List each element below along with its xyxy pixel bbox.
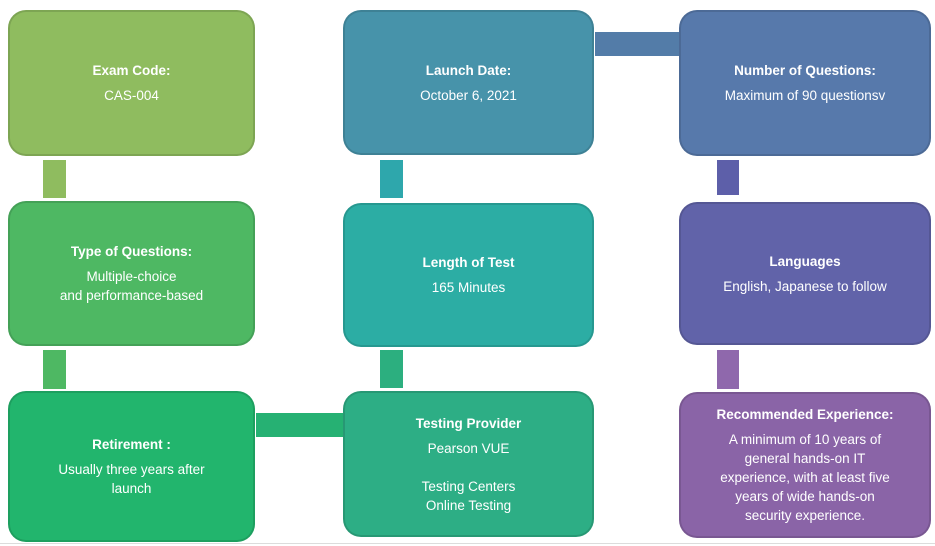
exam-code-box: Exam Code: CAS-004 xyxy=(8,10,255,156)
bottom-divider xyxy=(0,543,935,544)
exam-code-title: Exam Code: xyxy=(92,63,171,78)
languages-box: Languages English, Japanese to follow xyxy=(679,202,931,345)
retirement-title: Retirement : xyxy=(92,437,171,452)
launch-date-value: October 6, 2021 xyxy=(420,87,517,103)
recommended-experience-line: A minimum of 10 years of xyxy=(728,432,882,447)
connector-col1-top xyxy=(43,160,66,198)
length-of-test-title: Length of Test xyxy=(422,255,515,270)
type-of-questions-box: Type of Questions: Multiple-choice and p… xyxy=(8,201,255,346)
connector-col1-bottom xyxy=(43,350,66,389)
recommended-experience-line: general hands-on IT xyxy=(744,451,866,466)
testing-provider-line: Testing Centers xyxy=(421,478,516,494)
retirement-line: Usually three years after xyxy=(58,462,205,477)
connector-col3-bottom xyxy=(717,350,739,389)
number-of-questions-value: Maximum of 90 questionsv xyxy=(724,88,886,103)
launch-date-title: Launch Date: xyxy=(425,62,512,78)
languages-title: Languages xyxy=(769,253,841,269)
connector-col3-top xyxy=(717,160,739,195)
languages-value: English, Japanese to follow xyxy=(723,278,887,294)
testing-provider-line: Online Testing xyxy=(425,497,512,513)
connector-row3-horizontal xyxy=(256,413,343,437)
recommended-experience-title: Recommended Experience: xyxy=(716,407,894,422)
launch-date-box: Launch Date: October 6, 2021 xyxy=(343,10,594,155)
recommended-experience-line: experience, with at least five xyxy=(720,470,890,485)
testing-provider-title: Testing Provider xyxy=(415,415,522,431)
exam-code-value: CAS-004 xyxy=(104,88,159,103)
type-of-questions-title: Type of Questions: xyxy=(70,244,193,259)
type-of-questions-line: and performance-based xyxy=(59,288,204,303)
connector-row1-horizontal xyxy=(595,32,679,56)
connector-col2-top xyxy=(380,160,403,198)
retirement-line: launch xyxy=(111,481,152,496)
connector-col2-bottom xyxy=(380,350,403,388)
number-of-questions-title: Number of Questions: xyxy=(734,63,876,78)
recommended-experience-line: security experience. xyxy=(744,508,866,523)
number-of-questions-box: Number of Questions: Maximum of 90 quest… xyxy=(679,10,931,156)
type-of-questions-line: Multiple-choice xyxy=(86,269,177,284)
length-of-test-value: 165 Minutes xyxy=(431,280,506,295)
retirement-box: Retirement : Usually three years after l… xyxy=(8,391,255,542)
length-of-test-box: Length of Test 165 Minutes xyxy=(343,203,594,347)
testing-provider-box: Testing Provider Pearson VUE Testing Cen… xyxy=(343,391,594,537)
recommended-experience-box: Recommended Experience: A minimum of 10 … xyxy=(679,392,931,538)
testing-provider-line: Pearson VUE xyxy=(427,440,510,456)
recommended-experience-line: years of wide hands-on xyxy=(735,489,875,504)
